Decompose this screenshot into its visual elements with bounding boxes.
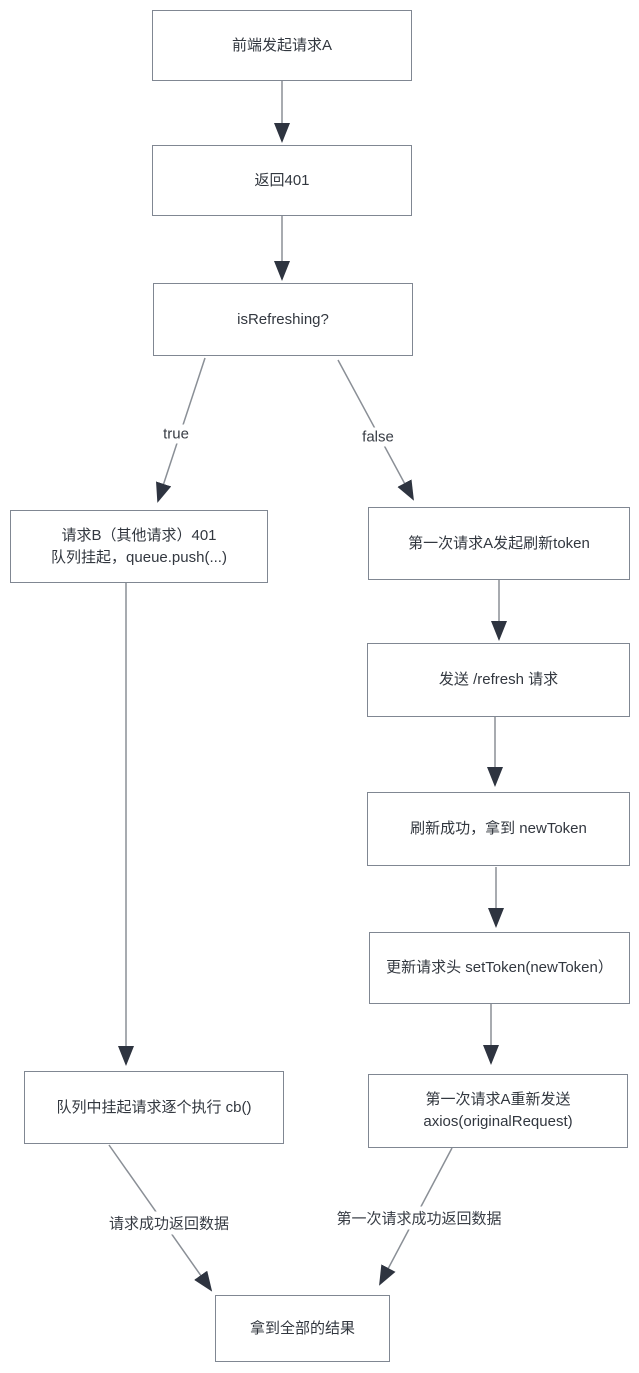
node-return-401: 返回401	[152, 145, 412, 216]
node-label: 更新请求头 setToken(newToken）	[386, 959, 613, 976]
node-update-header-set-token: 更新请求头 setToken(newToken）	[369, 932, 630, 1004]
node-send-refresh-request: 发送 /refresh 请求	[367, 643, 630, 717]
node-label: 队列中挂起请求逐个执行 cb()	[56, 1098, 252, 1116]
node-queue-execute-cb: 队列中挂起请求逐个执行 cb()	[24, 1071, 284, 1144]
node-label: isRefreshing?	[237, 310, 329, 328]
edge-label-queue-success: 请求成功返回数据	[105, 1211, 233, 1235]
node-is-refreshing: isRefreshing?	[153, 283, 413, 356]
node-label: 发送 /refresh 请求	[438, 671, 559, 688]
node-label: 刷新成功，拿到 newToken	[410, 820, 587, 837]
node-label: 第一次请求A发起刷新token	[408, 534, 590, 552]
node-label-line1: 第一次请求A重新发送	[425, 1091, 571, 1108]
node-resend-request-a: 第一次请求A重新发送 axios(originalRequest)	[368, 1074, 628, 1148]
node-label: 返回401	[254, 171, 310, 189]
node-label: 拿到全部的结果	[249, 1319, 355, 1337]
edge-label-true: true	[160, 424, 192, 444]
node-final-result: 拿到全部的结果	[215, 1295, 390, 1362]
node-request-b-queue-push: 请求B（其他请求）401 队列挂起，queue.push(...)	[10, 510, 268, 583]
node-label: 前端发起请求A	[231, 36, 332, 54]
node-label-line2: 队列挂起，queue.push(...)	[51, 548, 227, 566]
node-label-line1: 请求B（其他请求）401	[61, 526, 217, 544]
node-first-request-refresh-token: 第一次请求A发起刷新token	[368, 507, 630, 580]
edge-label-first-success: 第一次请求成功返回数据	[333, 1206, 505, 1230]
edge-label-false: false	[359, 427, 397, 447]
node-frontend-request-a: 前端发起请求A	[152, 10, 412, 81]
node-label-line2: axios(originalRequest)	[423, 1113, 573, 1130]
node-refresh-success-new-token: 刷新成功，拿到 newToken	[367, 792, 630, 866]
